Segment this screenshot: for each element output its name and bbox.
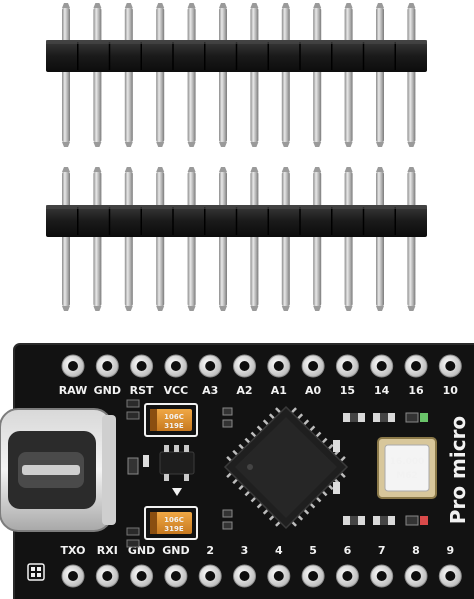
pin-label: RXI xyxy=(97,544,118,557)
board-name-label: Pro micro xyxy=(446,416,470,524)
pin-label: 5 xyxy=(309,544,317,557)
smd-components xyxy=(27,399,428,581)
cap-bottom-text-2: 319E xyxy=(164,525,184,533)
pin-label: A3 xyxy=(202,384,218,397)
pin-label: 15 xyxy=(340,384,355,397)
voltage-regulator xyxy=(159,445,195,496)
pad-row-top xyxy=(61,354,462,378)
header-pin xyxy=(250,8,259,142)
pin-label: 3 xyxy=(241,544,249,557)
crystal-text-1: 16.000 xyxy=(390,457,425,467)
header-pin xyxy=(62,172,70,306)
pin-label: 7 xyxy=(378,544,386,557)
pin-label: A0 xyxy=(305,384,322,397)
pin-label: 16 xyxy=(408,384,424,397)
header-pin xyxy=(62,8,70,142)
pin-label: 10 xyxy=(443,384,459,397)
header-pin xyxy=(313,8,322,142)
pin-label: GND xyxy=(162,544,189,557)
header-pin xyxy=(156,172,165,306)
header-pin xyxy=(281,172,290,306)
pcb-board: RAW GND RST VCC A3 A2 A1 A0 15 14 16 10 TXO RXI GND GN… xyxy=(0,343,474,599)
pin-label: 8 xyxy=(412,544,420,557)
header-pin xyxy=(313,172,322,306)
pin-label: TXO xyxy=(61,544,86,557)
pin-label: RST xyxy=(130,384,154,397)
header-pin xyxy=(407,8,416,142)
header-pin xyxy=(187,8,196,142)
header-pin xyxy=(124,172,133,306)
header-pin xyxy=(124,8,133,142)
pin-label: GND xyxy=(94,384,121,397)
header-pin xyxy=(93,8,102,142)
crystal-text-2: M62 xyxy=(396,471,417,481)
header-pin xyxy=(219,172,227,306)
header-pin xyxy=(187,172,196,306)
pin-header-top xyxy=(46,3,427,147)
capacitor-bottom: 106C 319E xyxy=(144,506,198,540)
header-pin xyxy=(407,172,416,306)
header-pin xyxy=(219,8,227,142)
pin-label: 4 xyxy=(275,544,283,557)
pin-label: VCC xyxy=(164,384,189,397)
cap-top-text-2: 319E xyxy=(164,422,184,430)
crystal-oscillator: 16.000 M62 xyxy=(377,437,437,499)
capacitor-top: 106C 319E xyxy=(144,403,198,437)
header-pin xyxy=(344,8,353,142)
header-pin xyxy=(250,172,259,306)
header-pin xyxy=(281,8,290,142)
pin-label: 14 xyxy=(374,384,390,397)
header-pin xyxy=(156,8,165,142)
cap-bottom-text-1: 106C xyxy=(164,516,184,524)
microcontroller-chip xyxy=(223,405,349,530)
pin-label: RAW xyxy=(59,384,88,397)
header-pin xyxy=(376,172,384,306)
header-pin xyxy=(93,172,102,306)
pad-row-bottom xyxy=(61,564,462,588)
cap-top-text-1: 106C xyxy=(164,413,184,421)
header-pin xyxy=(376,8,384,142)
pin-label: A1 xyxy=(271,384,287,397)
pin-label: 2 xyxy=(206,544,214,557)
pin-label: A2 xyxy=(236,384,252,397)
pin-label: 6 xyxy=(344,544,352,557)
pin-label: 9 xyxy=(446,544,454,557)
header-pin xyxy=(344,172,353,306)
usb-c-connector xyxy=(0,408,116,532)
top-pin-labels: RAW GND RST VCC A3 A2 A1 A0 15 14 16 10 xyxy=(59,384,459,397)
pin-header-bottom xyxy=(46,167,427,311)
